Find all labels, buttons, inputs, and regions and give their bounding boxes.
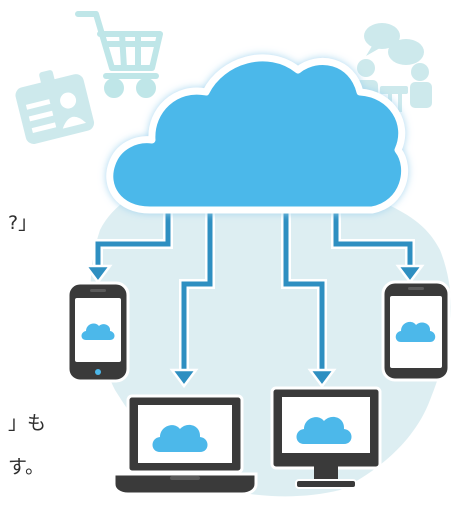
text-fragment-3: す。 [8, 456, 45, 478]
cloud-icon [106, 54, 409, 214]
shopping-cart-icon [75, 11, 163, 98]
tablet-icon [381, 280, 451, 382]
desktop-monitor-icon [270, 386, 382, 489]
laptop-icon [112, 394, 258, 496]
smartphone-icon [66, 281, 130, 383]
id-card-icon [15, 70, 95, 144]
text-fragment-1: ?」 [8, 212, 38, 234]
text-fragment-2: 」も [8, 412, 47, 434]
arrowheads [83, 264, 425, 389]
connection-arrows [93, 196, 415, 372]
